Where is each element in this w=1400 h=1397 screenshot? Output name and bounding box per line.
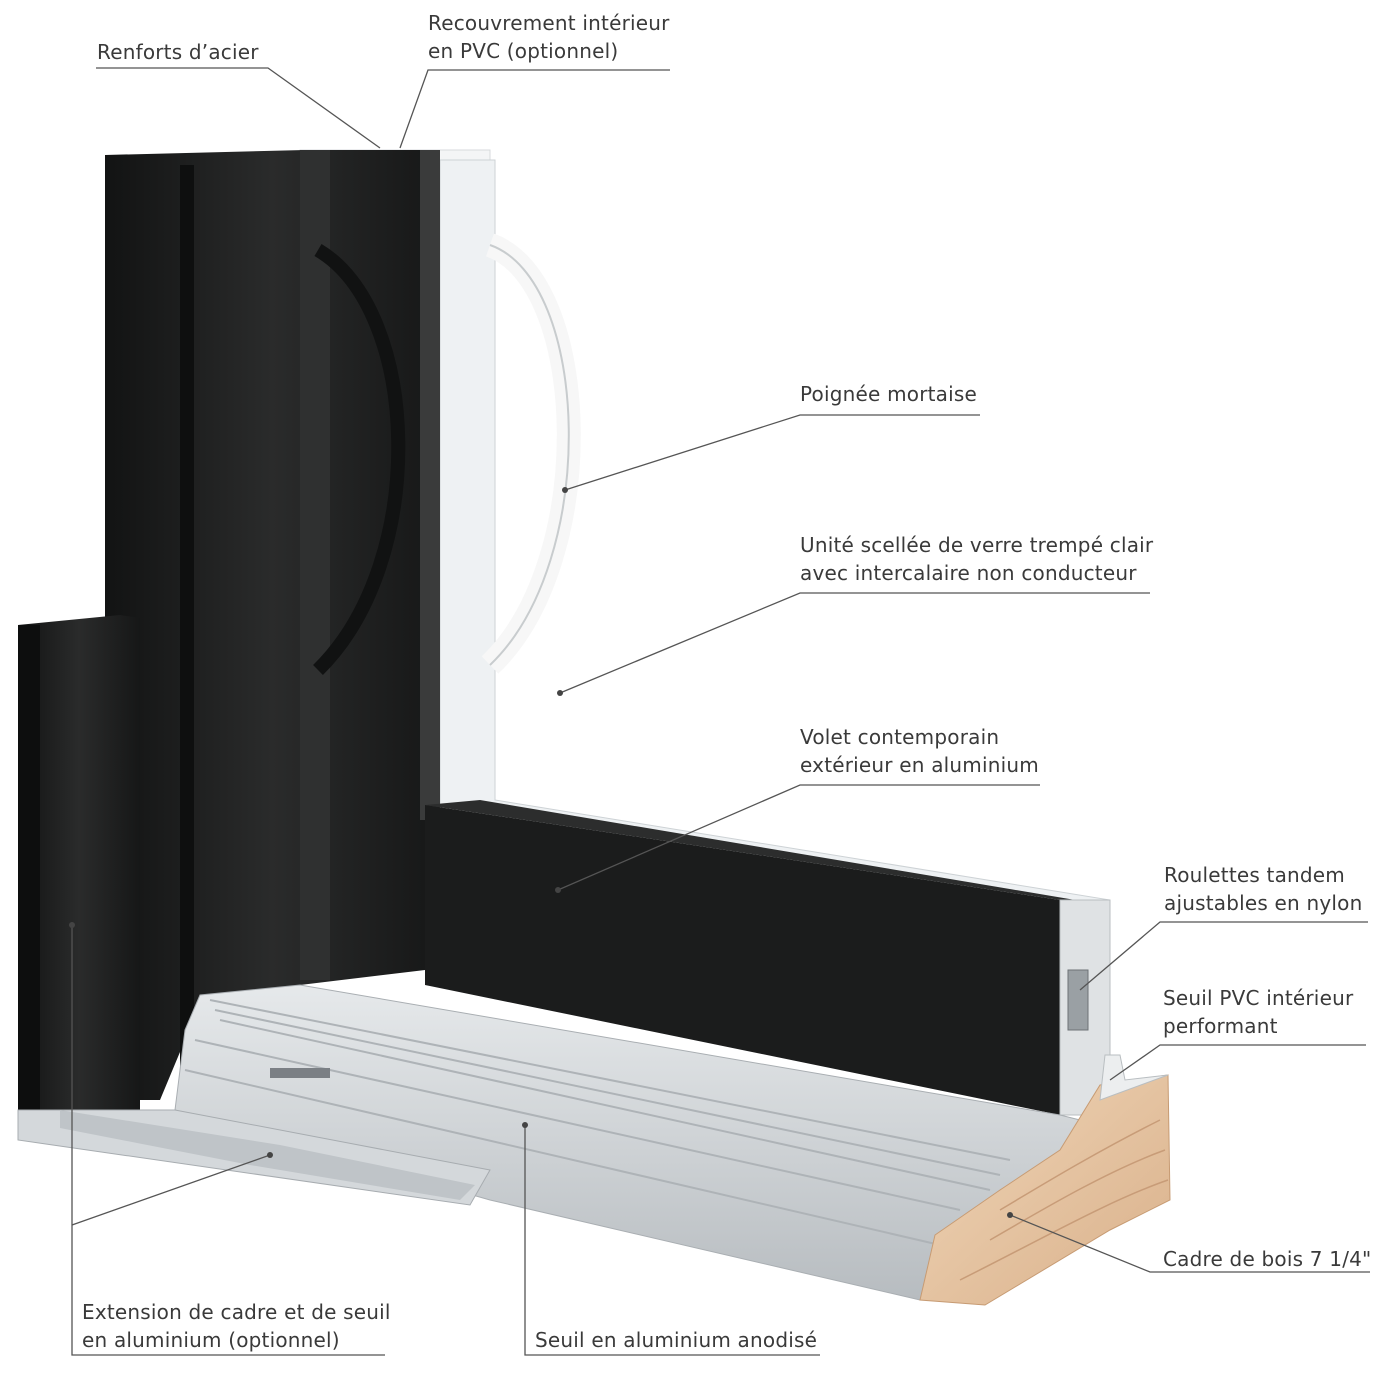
nylon-rollers	[1067, 969, 1089, 1031]
label-volet: Volet contemporain extérieur en aluminiu…	[800, 725, 1039, 777]
label-recouvrement: Recouvrement intérieur en PVC (optionnel…	[428, 11, 670, 63]
label-renforts: Renforts d’acier	[97, 40, 259, 64]
wood-frame	[919, 1074, 1171, 1306]
sliding-panel-left	[18, 615, 140, 1115]
aluminium-shutter	[425, 805, 1060, 1115]
dark-handle	[313, 243, 406, 675]
label-roulettes: Roulettes tandem ajustables en nylon	[1164, 863, 1363, 915]
label-cadre-bois: Cadre de bois 7 1/4"	[1163, 1247, 1372, 1271]
label-poignee: Poignée mortaise	[800, 382, 977, 406]
label-seuil-alu: Seuil en aluminium anodisé	[535, 1328, 818, 1352]
label-unite: Unité scellée de verre trempé clair avec…	[800, 533, 1154, 585]
label-seuil-pvc: Seuil PVC intérieur performant	[1163, 986, 1354, 1038]
leader-dots	[69, 487, 1013, 1218]
mortise-handle	[481, 233, 581, 674]
label-extension: Extension de cadre et de seuil en alumin…	[82, 1300, 391, 1352]
vertical-frame	[105, 150, 440, 1100]
pvc-interior-sill	[1099, 1054, 1169, 1101]
leader-lines	[71, 67, 1370, 1356]
